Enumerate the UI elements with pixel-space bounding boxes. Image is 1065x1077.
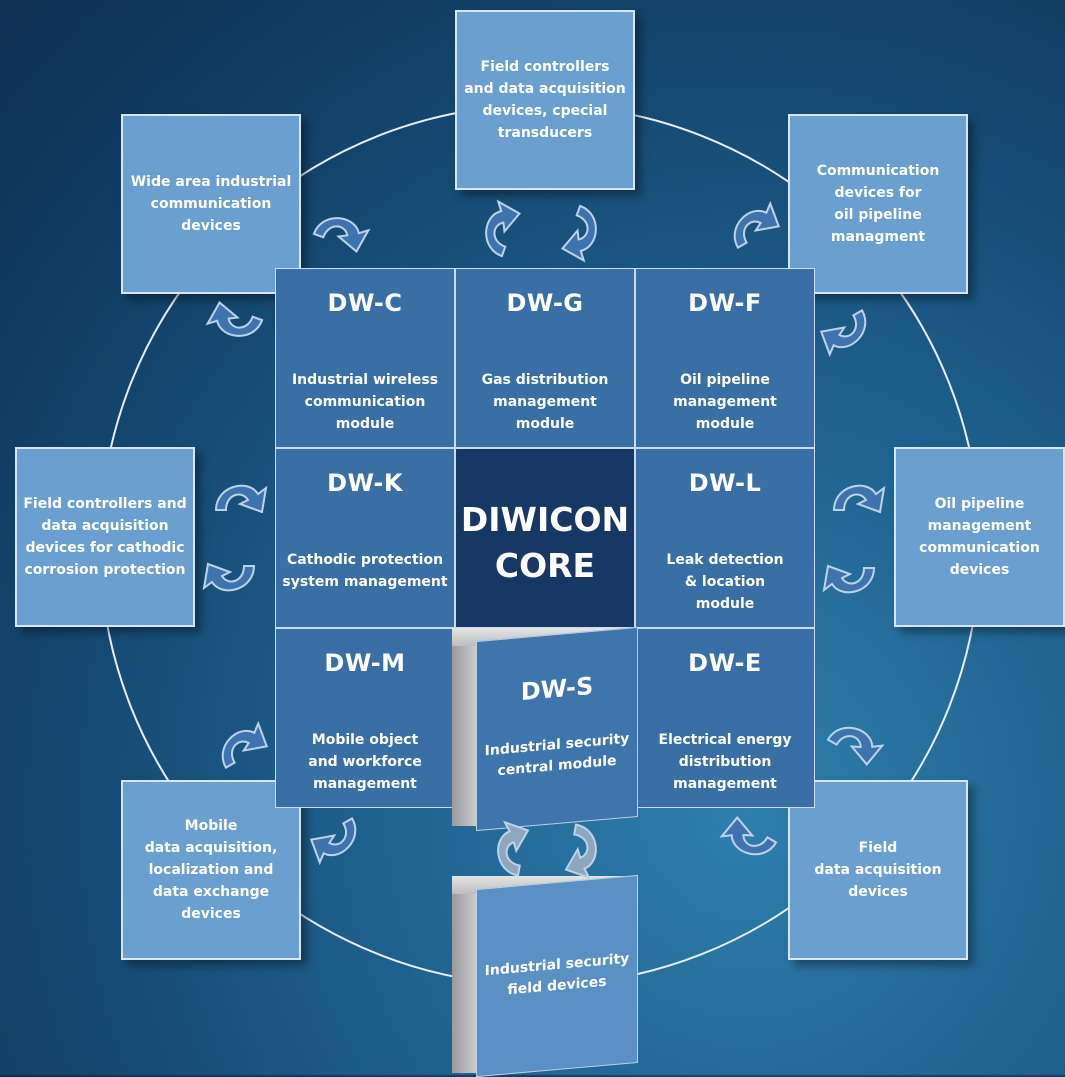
device-box-top-left: Wide area industrial communication devic… — [121, 114, 301, 294]
device-label: Field controllers and data acquisition d… — [464, 59, 626, 141]
module-dw-c: DW-C Industrial wireless communication m… — [275, 268, 455, 448]
box-side — [452, 640, 478, 826]
module-code: DW-L — [688, 469, 762, 497]
device-label: Field data acquisition devices — [814, 840, 942, 900]
module-code: DW-M — [324, 649, 406, 677]
device-label: Oil pipeline management communication de… — [919, 496, 1040, 578]
module-dw-l: DW-L Leak detection & location module — [635, 448, 815, 628]
device-label: Industrial security field devices — [484, 950, 630, 999]
module-description: Mobile object and workforce management — [308, 732, 422, 792]
device-label: Mobile data acquisition, localization an… — [144, 818, 278, 922]
module-description: Gas distribution management module — [481, 372, 609, 432]
module-code: DW-K — [327, 469, 403, 497]
module-description: Industrial security central module — [484, 730, 630, 780]
module-description: Industrial wireless communication module — [291, 372, 439, 432]
module-dw-f: DW-F Oil pipeline management module — [635, 268, 815, 448]
device-label: Communication devices for oil pipeline m… — [816, 163, 940, 245]
box-front: Industrial security field devices — [476, 874, 638, 1077]
device-label: Field controllers and data acquisition d… — [23, 496, 187, 578]
device-box-bottom-right: Field data acquisition devices — [788, 780, 968, 960]
diwicon-core: DIWICON CORE — [455, 448, 635, 628]
module-description: Oil pipeline management module — [673, 372, 777, 432]
module-dw-e: DW-E Electrical energy distribution mana… — [635, 628, 815, 808]
device-box-right: Oil pipeline management communication de… — [894, 447, 1065, 627]
device-box-top: Field controllers and data acquisition d… — [455, 10, 635, 190]
module-code: DW-E — [688, 649, 762, 677]
device-label: Wide area industrial communication devic… — [130, 174, 292, 234]
module-dw-k: DW-K Cathodic protection system manageme… — [275, 448, 455, 628]
device-box-left: Field controllers and data acquisition d… — [15, 447, 195, 627]
module-code: DW-F — [688, 289, 762, 317]
module-dw-g: DW-G Gas distribution management module — [455, 268, 635, 448]
box-front: DW-S Industrial security central module — [476, 626, 638, 832]
module-description: Leak detection & location module — [666, 552, 784, 612]
module-code: DW-S — [520, 671, 594, 707]
module-description: Electrical energy distribution managemen… — [658, 732, 792, 792]
module-dw-m: DW-M Mobile object and workforce managem… — [275, 628, 455, 808]
box-side — [452, 888, 478, 1073]
device-box-top-right: Communication devices for oil pipeline m… — [788, 114, 968, 294]
module-code: DW-G — [506, 289, 584, 317]
device-box-bottom-left: Mobile data acquisition, localization an… — [121, 780, 301, 960]
module-dw-s: DW-S Industrial security central module — [452, 618, 642, 832]
device-box-bottom: Industrial security field devices — [452, 868, 642, 1077]
module-description: Cathodic protection system management — [282, 552, 448, 590]
module-code: DW-C — [327, 289, 403, 317]
core-title: DIWICON CORE — [460, 500, 630, 585]
